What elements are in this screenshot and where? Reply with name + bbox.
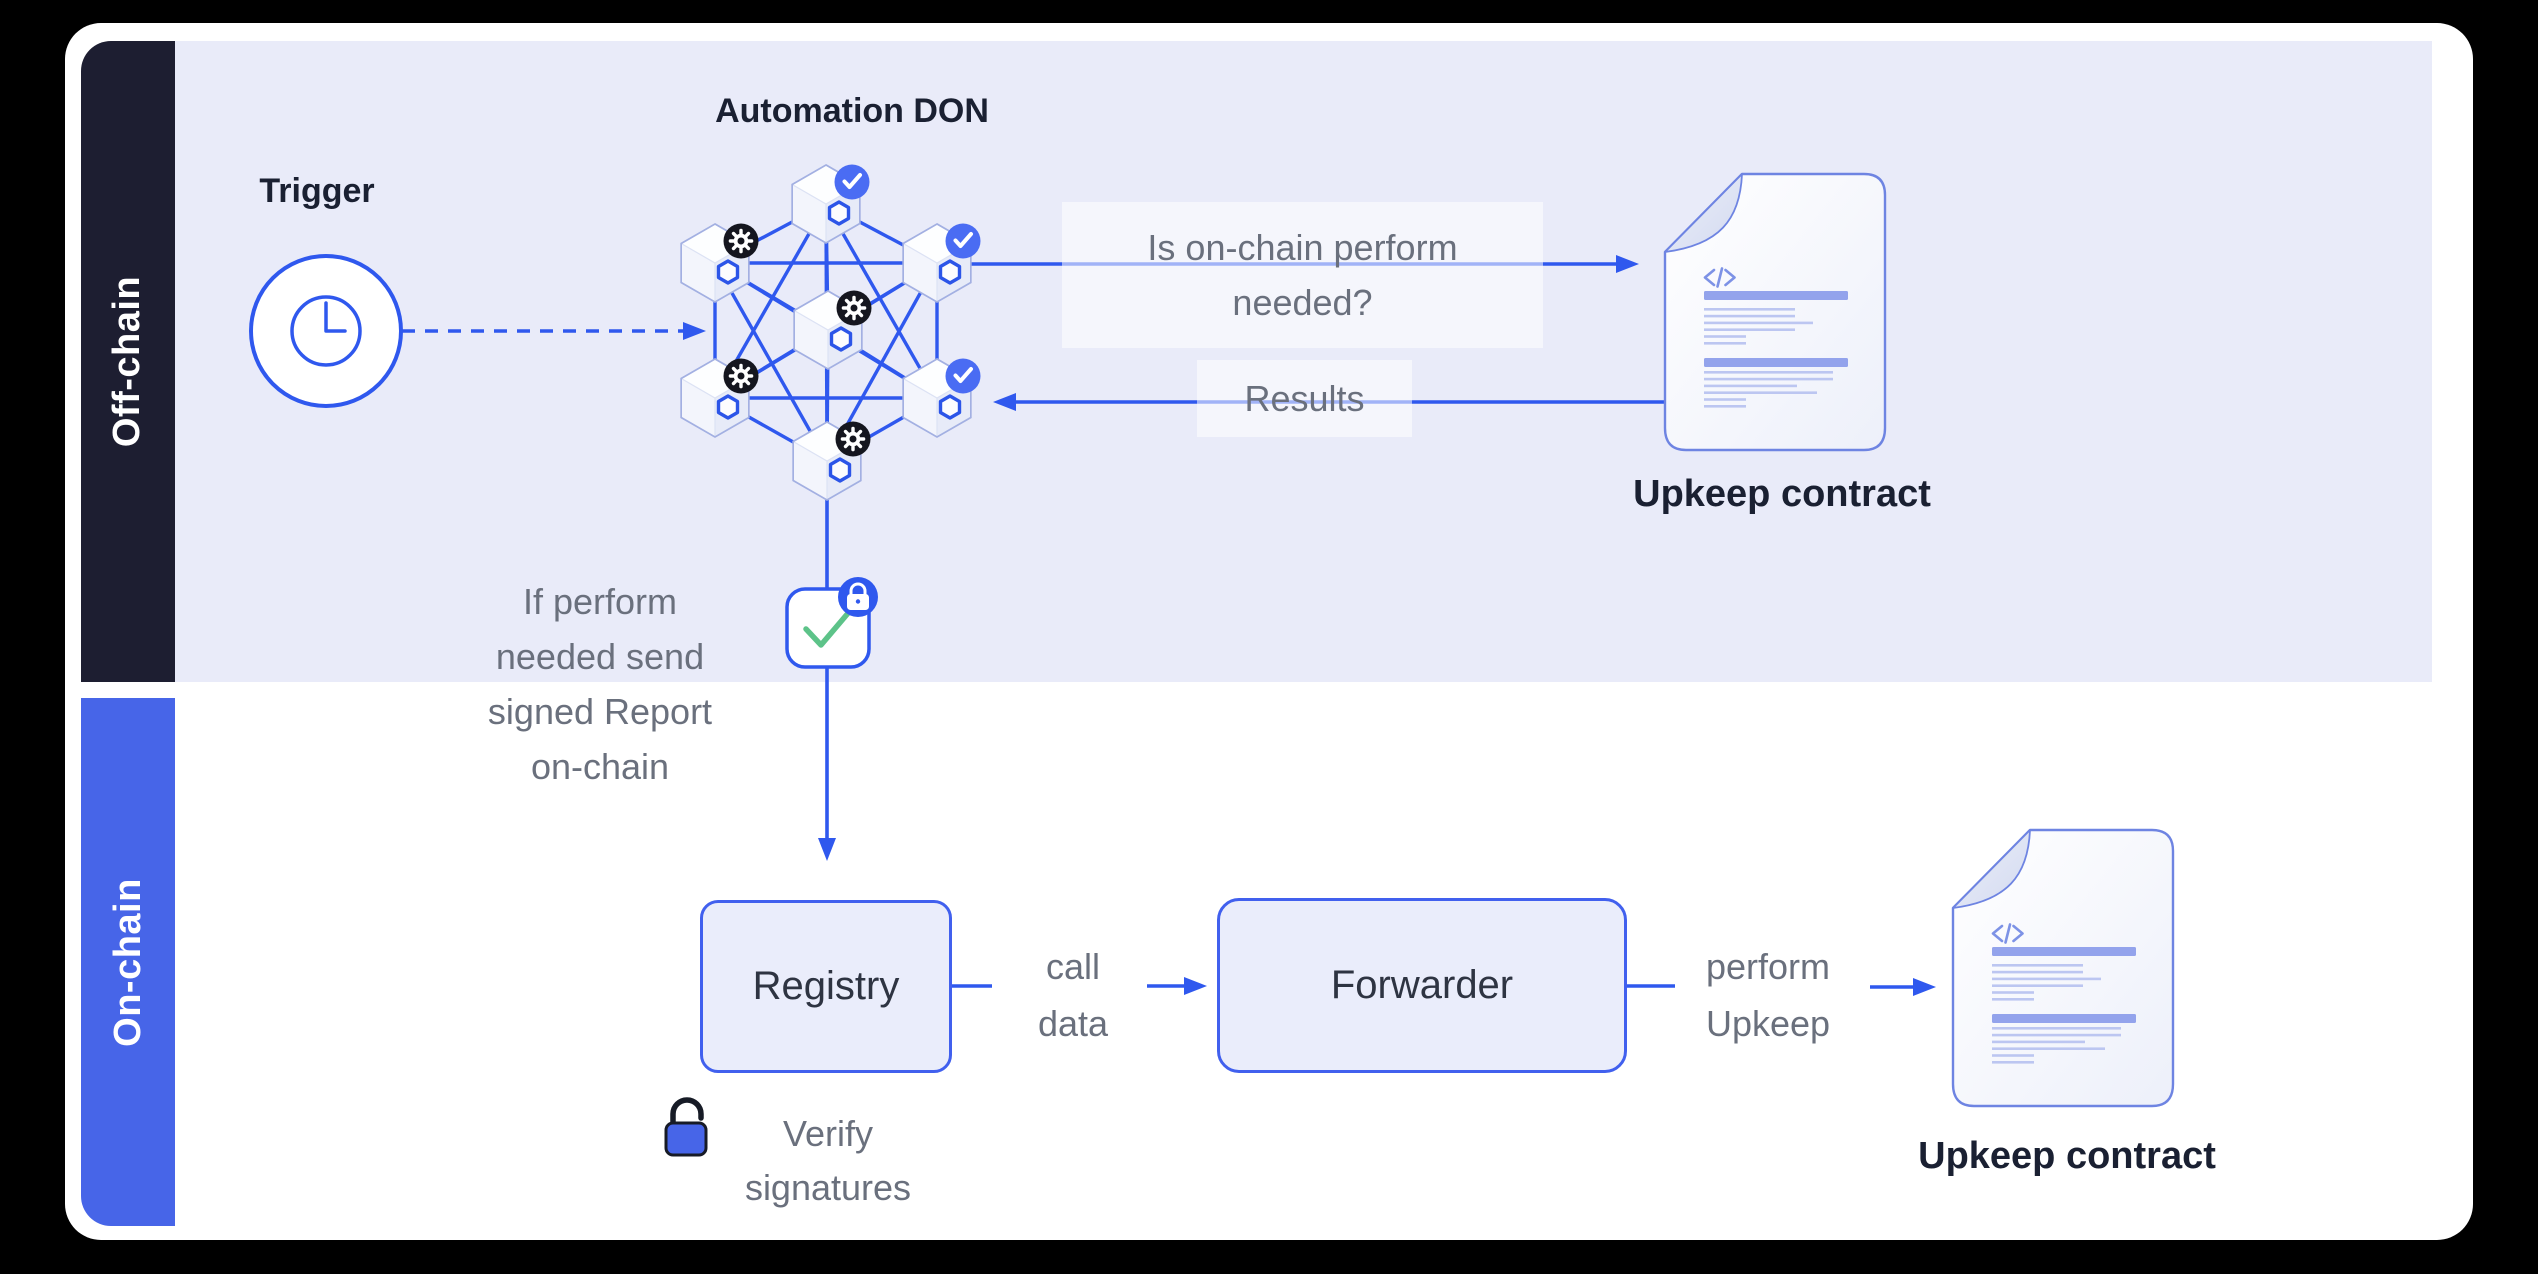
question-label: Is on-chain perform needed? [1147,227,1458,323]
results-label: Results [1244,378,1365,419]
perform-upkeep-label: perform Upkeep [1705,946,1831,1044]
offchain-sidebar: Off-chain [81,41,175,682]
results-label-box: Results [1197,360,1412,437]
trigger-label: Trigger [259,172,375,210]
upkeep-contract-label-offchain: Upkeep contract [1633,473,1931,515]
onchain-sidebar-label: On-chain [106,877,149,1047]
verify-signatures-label: Verify signatures [744,1113,912,1208]
onchain-sidebar: On-chain [81,698,175,1226]
automation-don-title: Automation DON [715,92,989,130]
offchain-sidebar-label: Off-chain [106,275,149,448]
call-data-label: call data [1037,946,1109,1044]
upkeep-contract-label-onchain: Upkeep contract [1918,1135,2216,1177]
forwarder-box: Forwarder [1217,898,1627,1073]
registry-label: Registry [752,964,900,1008]
forwarder-label: Forwarder [1330,963,1514,1007]
question-label-box: Is on-chain perform needed? [1062,202,1543,348]
report-note-label: If perform needed send signed Report on-… [487,581,713,787]
registry-box: Registry [700,900,952,1073]
